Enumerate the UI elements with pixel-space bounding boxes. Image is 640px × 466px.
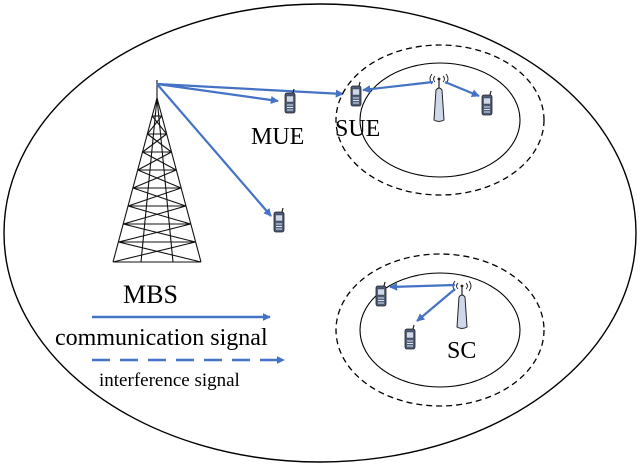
small-cell-1-coverage-boundary xyxy=(359,62,521,178)
sc2-to-ue-arrow xyxy=(389,282,456,291)
small-cell-1-interference-boundary xyxy=(335,44,545,196)
small-cell-2-antenna-icon xyxy=(452,280,472,330)
sc1-to-ue-arrow xyxy=(444,80,480,98)
mue-phone-icon xyxy=(284,88,296,114)
mue-phone-2-icon xyxy=(273,207,285,233)
sc1-to-sue-arrow xyxy=(362,80,434,94)
small-cell-2-ue-phone-2-icon xyxy=(404,324,416,350)
small-cell-1-ue-phone-icon xyxy=(481,90,493,116)
sc2-to-ue2-arrow xyxy=(416,288,456,322)
small-cell-2-interference-boundary xyxy=(335,253,545,407)
legend-interference-label: interference signal xyxy=(99,370,240,391)
macro-cell-boundary xyxy=(3,3,637,463)
mbs-label: MBS xyxy=(123,280,178,309)
sc-label: SC xyxy=(447,338,476,364)
mue-label: MUE xyxy=(251,124,304,150)
sue-phone-icon xyxy=(350,81,362,107)
small-cell-2-coverage-boundary xyxy=(359,272,521,388)
small-cell-2-ue-phone-icon xyxy=(375,281,387,307)
mbs-tower-icon xyxy=(112,80,202,263)
sue-label: SUE xyxy=(335,116,380,142)
mbs-to-mue-arrow xyxy=(156,82,279,104)
mbs-to-mue2-arrow xyxy=(156,83,272,217)
legend-communication-label: communication signal xyxy=(55,325,268,351)
mbs-to-sue-arrow xyxy=(156,82,344,98)
